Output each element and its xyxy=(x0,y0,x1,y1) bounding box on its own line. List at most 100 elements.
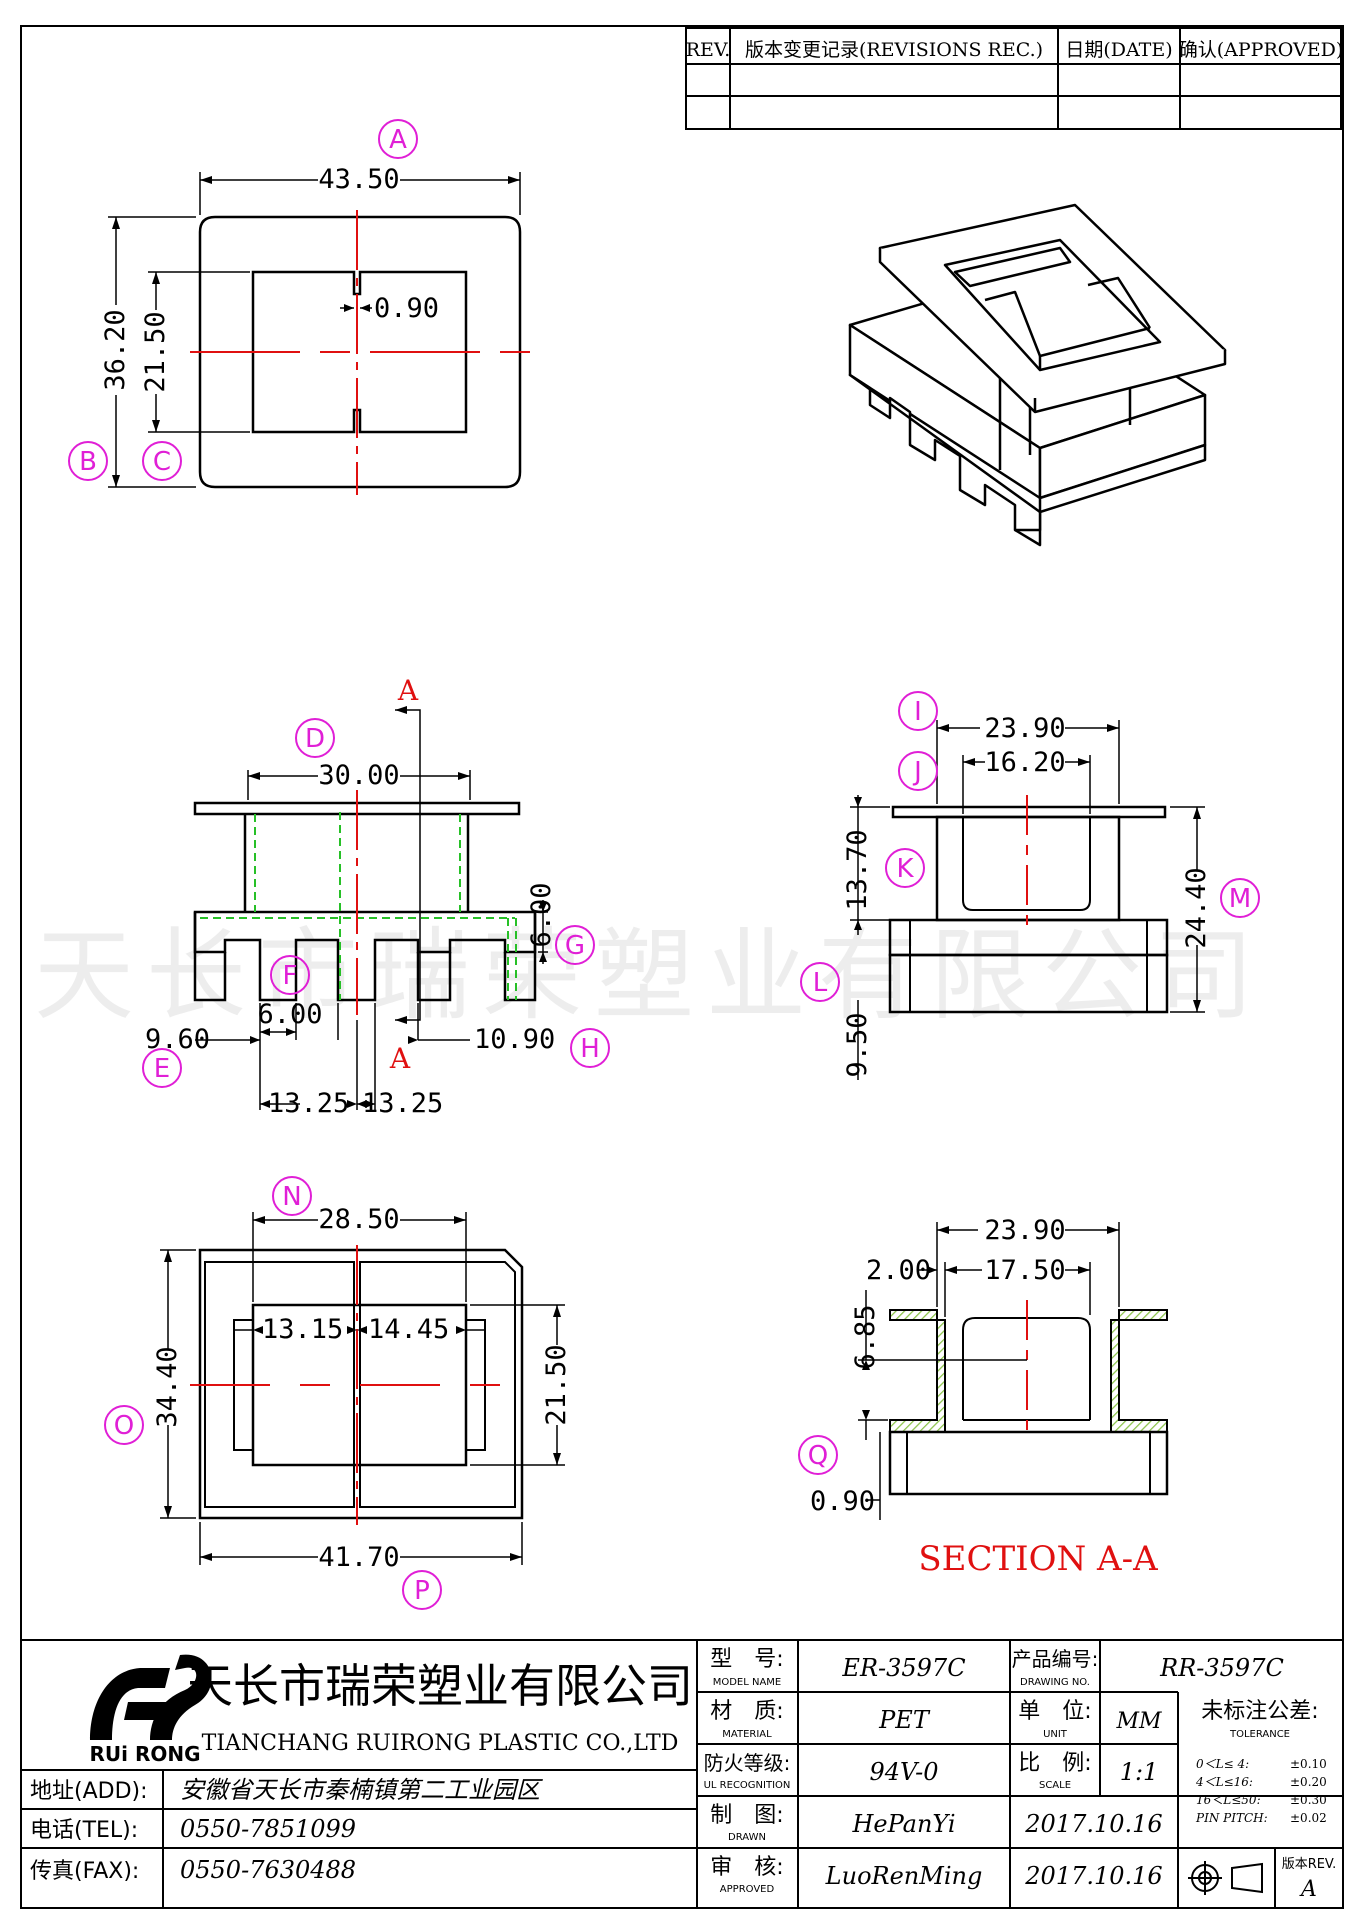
side-view: 23.90 16.20 13.70 24.40 9.50 I J K L M xyxy=(800,691,1260,1080)
drawing-no-label-en: DRAWING NO. xyxy=(1020,1677,1090,1688)
approved-label-en: APPROVED xyxy=(720,1884,775,1895)
dim-thickness: 0.90 xyxy=(810,1486,875,1517)
watermark: 天长市瑞荣塑业有限公司 xyxy=(34,917,1266,1034)
dim-wall: 2.00 xyxy=(866,1255,931,1286)
balloon-i xyxy=(898,691,938,731)
dim-right: 10.90 xyxy=(474,1024,555,1055)
scale-value: 1:1 xyxy=(1120,1758,1159,1786)
approved-label: 审 核: xyxy=(710,1855,783,1880)
dim-height: 34.40 xyxy=(152,1346,183,1427)
balloon-j xyxy=(898,751,938,791)
drawn-date: 2017.10.16 xyxy=(1024,1810,1162,1838)
dim-inner-height: 21.50 xyxy=(140,311,171,392)
revisions-header: 版本变更记录(REVISIONS REC.) xyxy=(745,39,1043,61)
material-value: PET xyxy=(878,1706,931,1734)
model-label-en: MODEL NAME xyxy=(713,1677,782,1688)
balloon-o xyxy=(104,1405,144,1445)
ul-label: 防火等级: xyxy=(704,1751,791,1775)
address-label: 地址(ADD): xyxy=(30,1779,148,1804)
rev-value: A xyxy=(1299,1877,1317,1902)
dim-inner-width: 16.20 xyxy=(984,747,1065,778)
balloon-o-label: O xyxy=(114,1411,134,1441)
address: 安徽省天长市秦楠镇第二工业园区 xyxy=(180,1776,543,1804)
balloon-k xyxy=(885,848,925,888)
balloon-p-label: P xyxy=(414,1576,430,1606)
dim-height: 6.85 xyxy=(850,1304,881,1369)
dim-upper-height: 13.70 xyxy=(842,829,873,910)
dim-height: 36.20 xyxy=(100,309,131,390)
dim-base-height: 9.50 xyxy=(842,1012,873,1077)
dim-gap: 0.90 xyxy=(374,293,439,324)
top-view-window xyxy=(251,270,468,434)
balloon-g-label: G xyxy=(565,931,585,961)
section-mark-top: A xyxy=(397,674,419,707)
front-base xyxy=(193,910,537,1002)
dim-inner-width: 17.50 xyxy=(984,1255,1065,1286)
drawn-label: 制 图: xyxy=(710,1803,783,1828)
dim-slot-width: 6.00 xyxy=(257,999,322,1030)
drawing-no-value: RR-3597C xyxy=(1159,1654,1284,1682)
top-view: 43.50 36.20 21.50 0.90 A B C xyxy=(68,119,530,495)
tolerance-table: 0＜L≤ 4: ±0.10 4＜L≤16: ±0.20 16＜L≤50: ±0.… xyxy=(1195,1757,1327,1825)
tolerance-range: 16＜L≤50: xyxy=(1196,1793,1261,1807)
fax: 0550-7630488 xyxy=(180,1856,356,1884)
balloon-h-label: H xyxy=(580,1034,600,1064)
dim-base-width: 41.70 xyxy=(318,1542,399,1573)
section-line xyxy=(395,709,421,1021)
tolerance-label: 未标注公差: xyxy=(1201,1699,1318,1724)
company-name-en: TIANCHANG RUIRONG PLASTIC CO.,LTD xyxy=(202,1731,679,1756)
approved-by: LuoRenMing xyxy=(825,1862,983,1890)
bottom-view: 28.50 13.15 14.45 34.40 21.50 41.70 N O … xyxy=(104,1176,572,1610)
title-block xyxy=(21,1639,1343,1908)
tolerance-label-en: TOLERANCE xyxy=(1229,1729,1290,1740)
dim-slot-height: 6.00 xyxy=(526,882,557,947)
balloon-c-label: C xyxy=(153,447,171,477)
scale-label: 比 例: xyxy=(1018,1751,1091,1776)
tolerance-value: ±0.30 xyxy=(1290,1793,1327,1807)
balloon-i-label: I xyxy=(914,697,922,727)
dim-left-half: 13.15 xyxy=(262,1314,343,1345)
projection-symbol-icon xyxy=(1188,1861,1263,1895)
dim-top-width: 30.00 xyxy=(318,760,399,791)
balloon-c xyxy=(142,441,182,481)
approved-header: 确认(APPROVED) xyxy=(1179,39,1344,61)
tolerance-value: ±0.10 xyxy=(1290,1757,1327,1771)
dim-inner-width: 28.50 xyxy=(318,1204,399,1235)
balloon-e xyxy=(142,1048,182,1088)
section-mark-bottom: A xyxy=(389,1042,411,1075)
dim-outer-width: 23.90 xyxy=(984,1215,1065,1246)
dim-inner-height: 21.50 xyxy=(541,1344,572,1425)
company-logo xyxy=(90,1654,212,1740)
balloon-h xyxy=(570,1028,610,1068)
dim-width: 43.50 xyxy=(318,164,399,195)
rev-label: 版本REV. xyxy=(1282,1857,1337,1872)
unit-label-en: UNIT xyxy=(1043,1729,1068,1740)
model-value: ER-3597C xyxy=(841,1654,965,1682)
isometric-view xyxy=(848,203,1227,547)
dim-half-right: 13.25 xyxy=(362,1088,443,1119)
rev-header: REV. xyxy=(686,39,731,61)
tolerance-value: ±0.02 xyxy=(1290,1811,1327,1825)
fax-label: 传真(FAX): xyxy=(30,1859,139,1884)
company-name-cn: 天长市瑞荣塑业有限公司 xyxy=(187,1659,693,1713)
balloon-d xyxy=(295,718,335,758)
ul-value: 94V-0 xyxy=(869,1758,938,1786)
balloon-d-label: D xyxy=(305,724,325,754)
balloon-l xyxy=(800,962,840,1002)
balloon-m-label: M xyxy=(1229,884,1251,914)
balloon-q-label: Q xyxy=(808,1441,828,1471)
material-label: 材 质: xyxy=(710,1699,783,1724)
balloon-k-label: K xyxy=(896,854,914,884)
balloon-a-label: A xyxy=(389,125,407,155)
drawn-label-en: DRAWN xyxy=(728,1832,766,1843)
dim-total-height: 24.40 xyxy=(1181,867,1212,948)
tolerance-range: PIN PITCH: xyxy=(1195,1811,1268,1825)
tolerance-range: 0＜L≤ 4: xyxy=(1196,1757,1249,1771)
balloon-g xyxy=(555,925,595,965)
balloon-n-label: N xyxy=(282,1182,301,1212)
balloon-j-label: J xyxy=(912,757,922,787)
dim-right-half: 14.45 xyxy=(368,1314,449,1345)
section-view: 23.90 2.00 17.50 6.85 0.90 Q SECTION A-A xyxy=(798,1215,1169,1579)
ul-label-en: UL RECOGNITION xyxy=(704,1780,791,1791)
